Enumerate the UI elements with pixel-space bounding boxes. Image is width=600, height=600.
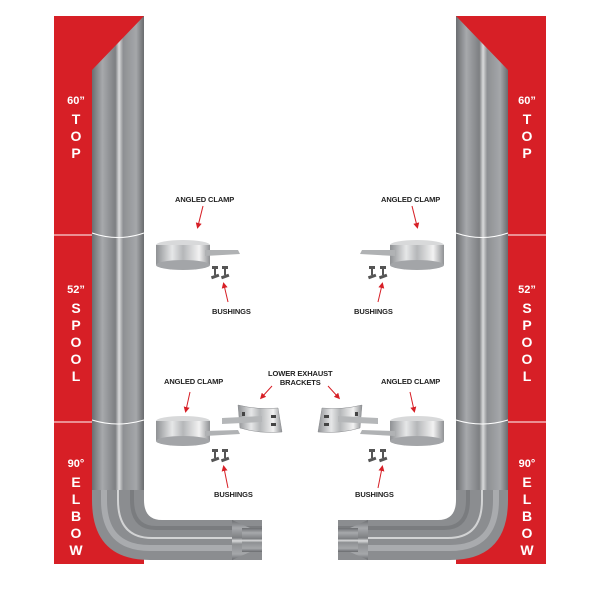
angled-clamp-upper-right: [360, 240, 444, 270]
callout-arrows: [183, 205, 420, 489]
bushings-lower-right: [367, 449, 388, 463]
angled-clamp-lower-left: [156, 416, 240, 446]
label-bushings-lower-right: BUSHINGS: [355, 490, 394, 499]
angled-clamp-upper-left: [156, 240, 240, 270]
label-lower-exhaust-brackets: LOWER EXHAUST BRACKETS: [268, 369, 333, 387]
angled-clamp-lower-right: [360, 416, 444, 446]
label-angled-clamp-lower-left: ANGLED CLAMP: [164, 377, 224, 386]
bushings-lower-left: [210, 449, 230, 463]
lower-exhaust-bracket-left: [222, 404, 283, 433]
label-angled-clamp-upper-right: ANGLED CLAMP: [381, 195, 441, 204]
label-bushings-upper-left: BUSHINGS: [212, 307, 251, 316]
label-angled-clamp-upper-left: ANGLED CLAMP: [175, 195, 235, 204]
bushings-upper-left: [210, 266, 230, 280]
left-exhaust-pipe: [91, 16, 262, 560]
lower-exhaust-bracket-right: [317, 404, 378, 433]
label-angled-clamp-lower-right: ANGLED CLAMP: [381, 377, 441, 386]
label-bushings-lower-left: BUSHINGS: [214, 490, 253, 499]
right-exhaust-pipe: [338, 16, 509, 560]
label-bushings-upper-right: BUSHINGS: [354, 307, 393, 316]
bushings-upper-right: [367, 266, 388, 280]
